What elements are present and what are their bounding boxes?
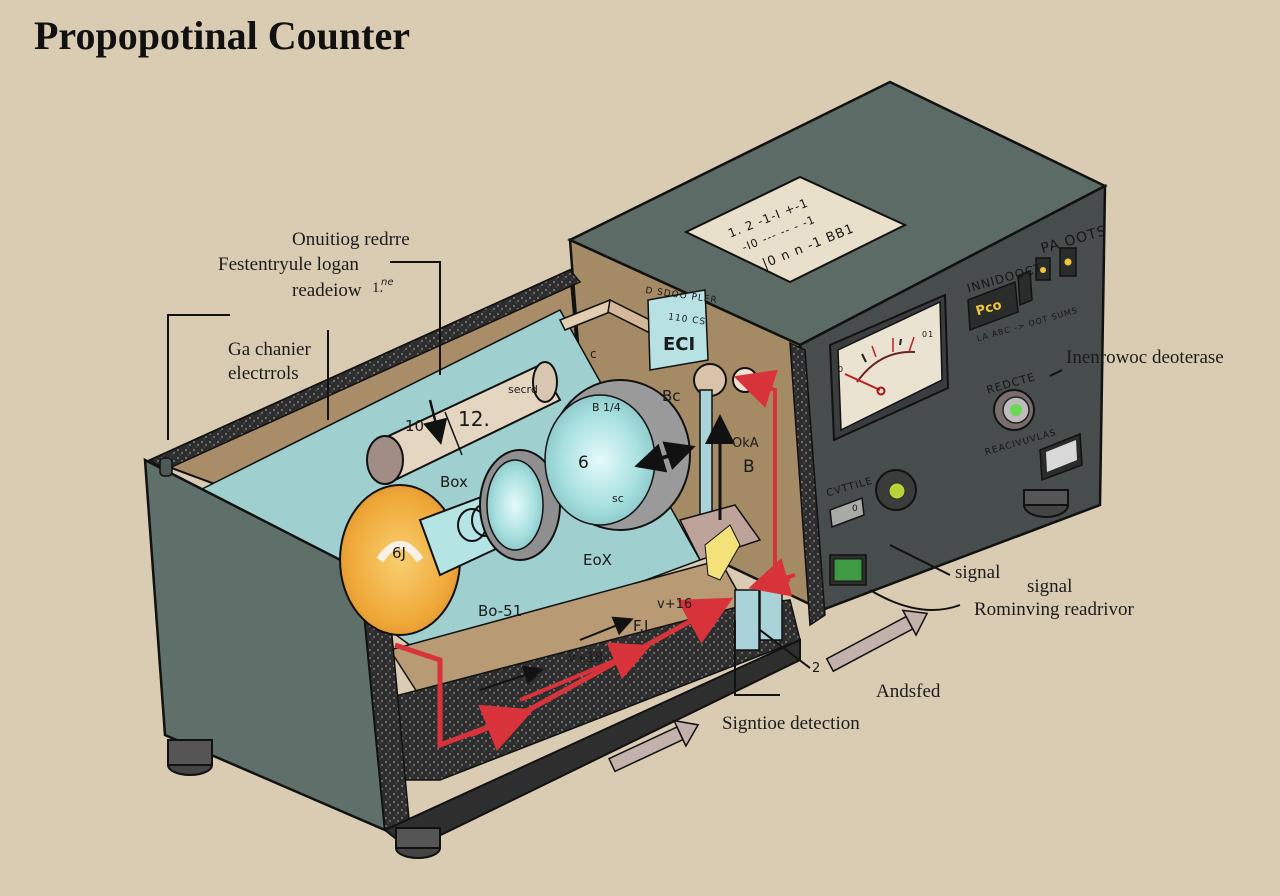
corner-post[interactable] (159, 457, 173, 477)
meter-max-label: 01 (922, 330, 935, 339)
interior-label-10: 10 (405, 417, 425, 435)
interior-label-box-left: Box (440, 473, 468, 491)
callout-gas-chamber-line2: electrrols (228, 363, 299, 384)
unit-insulation-edge (789, 341, 826, 627)
diagram-title: Propopotinal Counter (34, 13, 410, 58)
signal-path (394, 369, 796, 752)
callout-top-left-line1: Onuitiog redrre (292, 229, 410, 250)
callout-top-left-suffix: 1. (372, 280, 384, 296)
readout-divider (1017, 269, 1033, 307)
analog-meter (828, 293, 950, 442)
unit-foot (1023, 489, 1069, 506)
callout-right-upper: Inenrowoc deoterase (1066, 347, 1224, 368)
interior-label-ok: OkA (732, 436, 759, 451)
interior-label-bo: Bo-51 (478, 602, 523, 620)
interior-label-6: 6 (578, 453, 589, 473)
floor-arrow (479, 665, 544, 691)
meter-scale-arc (856, 350, 916, 383)
chamber-components (339, 289, 783, 691)
leader-lines (167, 261, 1063, 696)
readout-window[interactable] (967, 280, 1019, 332)
chamber-foot (167, 739, 213, 766)
callout-detection: Signtioe detection (722, 713, 860, 734)
callout-andsfed: Andsfed (876, 681, 941, 702)
output-arrows (608, 609, 929, 773)
callout-readout: Rominving readrivor (974, 599, 1134, 620)
leader-readout (869, 589, 961, 611)
leader-detection (734, 620, 780, 696)
interior-label-probe-c: c (590, 347, 597, 361)
cable-channel (734, 589, 760, 651)
toggle-switch[interactable] (829, 496, 865, 529)
meter-min-label: 0 (838, 365, 845, 374)
panel-controls (829, 247, 1083, 586)
signal-line-floor (519, 642, 652, 702)
panel-button-2-light (1064, 258, 1072, 266)
callout-gas-chamber-line1: Ga chanier (228, 339, 311, 360)
display-window (683, 175, 908, 284)
input-arrow (608, 719, 700, 773)
panel-button-1-light (1040, 267, 1046, 273)
interior-label-cyl-bottom: sc (612, 492, 624, 505)
callout-signal-small: signal (955, 562, 1001, 583)
plate-line3: ECI (663, 334, 696, 355)
interior-label-box-right: Bc (662, 387, 681, 405)
interior-label-orange-disk: 6J (392, 544, 406, 562)
leader-pointer-2 (759, 629, 811, 669)
interior-label-cyl-top: B 1/4 (592, 401, 621, 414)
callout-top-left-superscript: ne (381, 277, 394, 288)
detector-spark (704, 524, 741, 581)
flow-arrow (423, 399, 448, 445)
chamber-foot (395, 827, 441, 849)
leader-left-post (167, 314, 230, 440)
indicator-green-light (1010, 404, 1022, 416)
leader-signal (889, 544, 951, 576)
interior-label-v16: v+16 (657, 597, 693, 612)
callout-top-left-line3: readeiow (292, 280, 362, 301)
leader-top-left (390, 261, 441, 375)
interior-label-fi: F.I (633, 617, 649, 635)
interior-label-v18: v+18 (568, 651, 604, 666)
callout-top-left-line2: Festentryule logan (218, 254, 359, 275)
tube-end-cap (366, 435, 404, 485)
interior-label-tube-top: secrd (508, 383, 538, 396)
meter-needle (844, 373, 881, 391)
output-arrow (825, 609, 929, 673)
callout-signal: signal (1027, 576, 1073, 597)
interior-label-b: B (743, 457, 755, 477)
label-plate (647, 289, 709, 371)
leader-right-upper (1049, 369, 1063, 377)
toggle-value: 0 (852, 504, 859, 514)
interior-label-pointer-2: 2 (812, 661, 821, 676)
interior-label-eox: EoX (583, 551, 612, 569)
floor-arrow (579, 616, 634, 641)
interior-label-12: 12. (458, 407, 490, 431)
flow-arrow (639, 441, 696, 470)
